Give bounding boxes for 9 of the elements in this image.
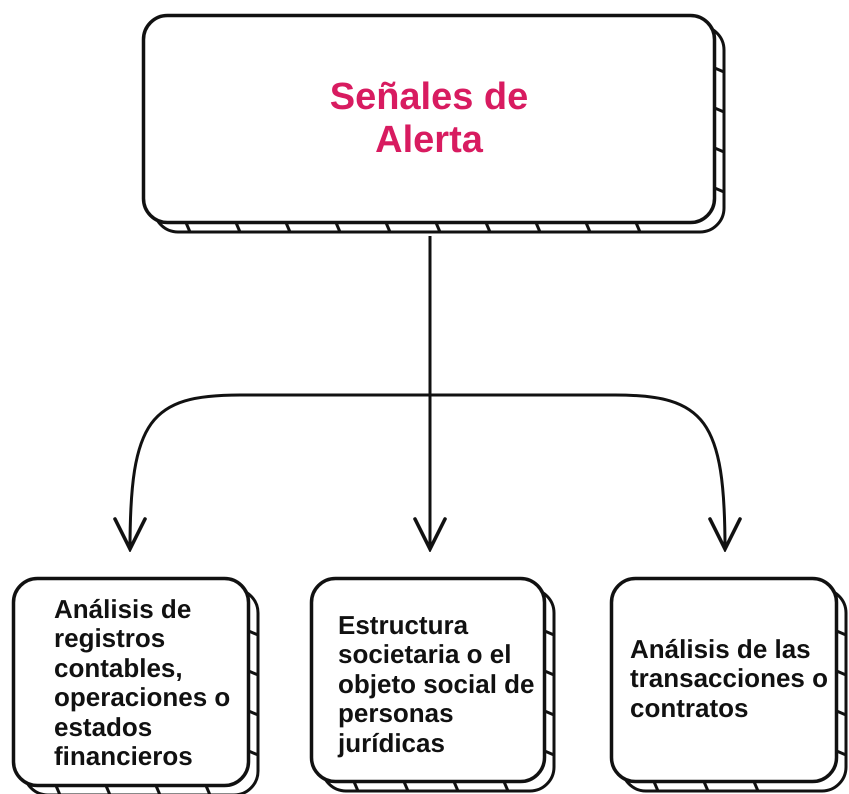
process-box — [610, 577, 849, 794]
title-text: Señales de Alerta — [328, 76, 530, 162]
process-box — [310, 577, 558, 794]
box-label: Estructura societaria o el objeto social de personas jurídicas — [338, 611, 536, 758]
box-label: Análisis de las transacciones o contratos — [630, 635, 829, 724]
box-label: Análisis de registros contables, operaciones o estados financieros — [54, 595, 232, 772]
process-box — [142, 14, 728, 236]
arrow — [428, 236, 742, 551]
process-box — [12, 577, 262, 794]
